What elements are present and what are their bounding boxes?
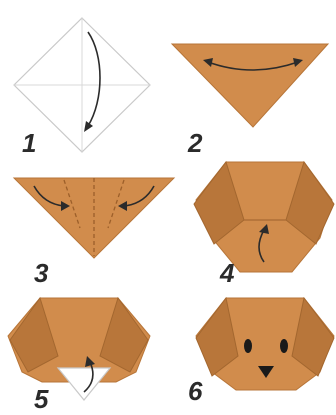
paper-triangle [172,44,328,127]
paper-triangle [14,178,174,258]
step-6-figure [196,298,334,390]
step-number: 3 [34,258,49,288]
step-number: 5 [34,384,49,414]
step-3-figure [14,178,174,258]
step-number: 6 [188,376,203,406]
step-number: 1 [22,128,36,158]
step-number: 4 [219,258,235,288]
step-number: 2 [187,128,203,158]
right-eye [280,339,288,353]
step-2-figure [172,44,328,127]
step-5-figure [8,298,150,400]
step-4-figure [194,162,334,272]
left-eye [244,339,252,353]
white-tip [58,368,110,400]
